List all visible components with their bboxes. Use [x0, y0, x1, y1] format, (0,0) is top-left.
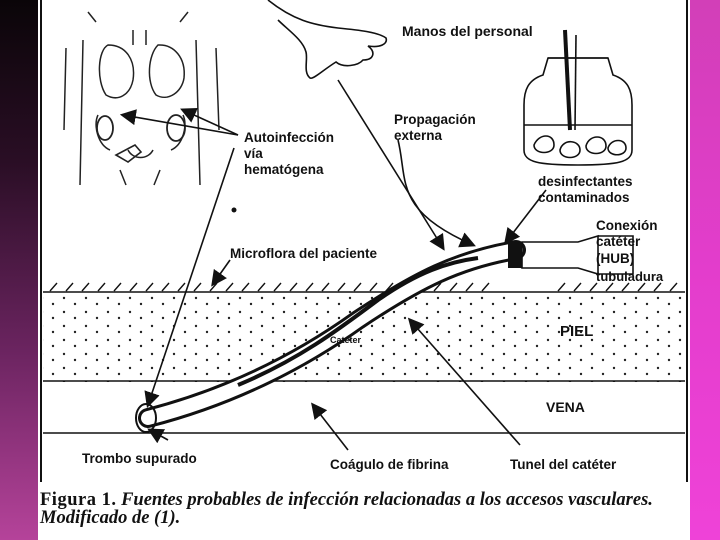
caption-text: Fuentes probables de infección relaciona… [40, 490, 653, 528]
jar-icon [523, 29, 633, 166]
label-thrombus: Trombo supurado [82, 451, 197, 466]
microflora-marks [49, 282, 678, 292]
speck-mark [231, 207, 237, 213]
kidney-right-icon [166, 114, 186, 142]
catheter-hub [508, 234, 634, 276]
label-fibrin-clot: Coágulo de fibrina [330, 457, 449, 472]
label-propagation-2: externa [394, 128, 443, 143]
label-microflora: Microflora del paciente [230, 246, 378, 261]
arrow-fibrin [311, 402, 349, 451]
label-autoinfection-1: Autoinfección [244, 130, 334, 145]
diagram-svg: Manos del personal Propagación externa A… [40, 0, 688, 482]
label-autoinfection-3: hematógena [244, 162, 324, 177]
arrow-microflora [211, 259, 231, 287]
caption-lead: Figura 1. [40, 490, 117, 510]
label-catheter-tunnel: Tunel del catéter [510, 457, 617, 472]
label-hands: Manos del personal [402, 23, 533, 39]
arrow-hematogenous [144, 147, 235, 409]
label-catheter: Catéter [330, 335, 362, 345]
label-propagation-1: Propagación [394, 112, 476, 127]
arrow-propagation [397, 139, 476, 248]
slide-right-band [690, 0, 720, 540]
label-connection-2: catéter [596, 234, 641, 249]
label-autoinfection-2: vía [244, 146, 263, 161]
label-tubing: tubuladura [596, 269, 664, 284]
torso-illustration [63, 11, 220, 186]
figure-panel: Manos del personal Propagación externa A… [38, 0, 690, 540]
bladder-icon [114, 143, 143, 163]
slide-left-band [0, 0, 38, 540]
hand-icon [267, 0, 388, 80]
label-disinfectants-2: contaminados [538, 190, 630, 205]
label-vein: VENA [546, 399, 585, 415]
arrow-disinfectants [504, 189, 547, 245]
label-connection-1: Conexión [596, 218, 658, 233]
label-skin: PIEL [560, 323, 593, 340]
arrow-tunnel [407, 317, 521, 446]
figure-caption: Figura 1. Fuentes probables de infección… [40, 490, 688, 528]
label-connection-3: (HUB) [596, 251, 634, 266]
arrow-thrombus [147, 428, 169, 444]
label-disinfectants-1: desinfectantes [538, 174, 633, 189]
kidney-left-icon [96, 115, 114, 141]
arrows [119, 79, 547, 451]
fibrin-sheath [237, 256, 479, 387]
arrow-autoinfection-left [119, 109, 239, 136]
arrow-autoinfection-right [180, 108, 239, 136]
catheter-tube [141, 243, 523, 425]
arrow-hands [337, 79, 445, 251]
